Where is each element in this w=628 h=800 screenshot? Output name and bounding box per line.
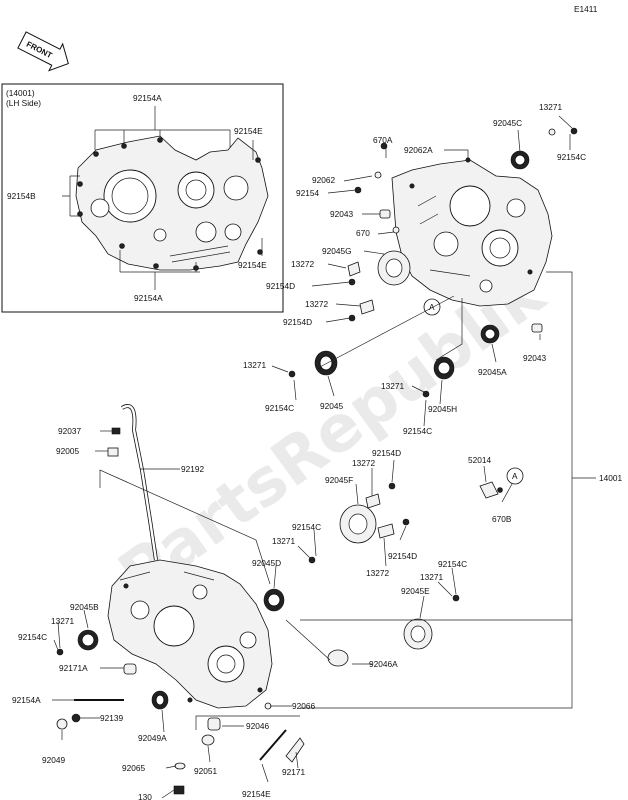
label-92192: 92192	[181, 464, 204, 474]
label-92154: 92154	[296, 188, 319, 198]
label-92045g: 92045G	[322, 246, 352, 256]
inset-title-number: (14001)	[6, 88, 35, 98]
callout-a-upper-text: A	[429, 302, 435, 312]
front-arrow-icon: FRONT	[17, 31, 69, 72]
label-92049a: 92049A	[138, 733, 167, 743]
inset-title-side: (LH Side)	[6, 98, 41, 108]
label-92045f: 92045F	[325, 475, 353, 485]
label-92154d-d: 92154D	[388, 551, 417, 561]
label-670a: 670A	[373, 135, 393, 145]
label-92037: 92037	[58, 426, 81, 436]
label-92046: 92046	[246, 721, 269, 731]
label-14001: 14001	[599, 473, 622, 483]
label-52014: 52014	[468, 455, 491, 465]
inset-label-92154e-right: 92154E	[238, 260, 267, 270]
callout-a-lower-text: A	[512, 471, 518, 481]
label-13272-a: 13272	[291, 259, 314, 269]
label-670: 670	[356, 228, 370, 238]
label-92171a: 92171A	[59, 663, 88, 673]
inset-label-92154a-top: 92154A	[133, 93, 162, 103]
callout-a-lower: A	[506, 467, 524, 485]
label-130: 130	[138, 792, 152, 800]
label-92154c-e: 92154C	[18, 632, 47, 642]
bearings-and-seals	[56, 127, 578, 795]
inset-label-92154b: 92154B	[7, 191, 36, 201]
label-13272-d: 13272	[366, 568, 389, 578]
label-92065: 92065	[122, 763, 145, 773]
label-92154e: 92154E	[242, 789, 271, 799]
label-92049: 92049	[42, 755, 65, 765]
leader-lines	[52, 115, 596, 799]
label-92154d-b: 92154D	[283, 317, 312, 327]
label-13272-c: 13272	[352, 458, 375, 468]
label-92062: 92062	[312, 175, 335, 185]
label-92154c-mid: 92154C	[403, 426, 432, 436]
label-13271-d: 13271	[420, 572, 443, 582]
label-13271-e: 13271	[51, 616, 74, 626]
label-13271-left: 13271	[381, 381, 404, 391]
inset-lh-side: (14001) (LH Side)	[1, 83, 284, 313]
label-92066: 92066	[292, 701, 315, 711]
lh-crankcase-drawing	[75, 135, 269, 271]
label-92045: 92045	[320, 401, 343, 411]
label-13271-c: 13271	[272, 536, 295, 546]
page-code: E1411	[574, 4, 598, 14]
label-92139: 92139	[100, 713, 123, 723]
label-92154c-left: 92154C	[265, 403, 294, 413]
label-92045d: 92045D	[252, 558, 281, 568]
label-92043-top: 92043	[330, 209, 353, 219]
lower-crankcase-drawing	[107, 559, 273, 709]
label-92045h: 92045H	[428, 404, 457, 414]
label-92045e: 92045E	[401, 586, 430, 596]
label-13271-top: 13271	[539, 102, 562, 112]
label-92154a: 92154A	[12, 695, 41, 705]
label-92045b: 92045B	[70, 602, 99, 612]
label-92051: 92051	[194, 766, 217, 776]
label-670b: 670B	[492, 514, 512, 524]
label-92045a: 92045A	[478, 367, 507, 377]
label-92045c: 92045C	[493, 118, 522, 128]
callout-a-upper: A	[423, 298, 441, 316]
rh-crankcase-drawing	[391, 157, 553, 307]
label-92154c-d: 92154C	[438, 559, 467, 569]
label-92062a: 92062A	[404, 145, 433, 155]
inset-label-92154a-bottom: 92154A	[134, 293, 163, 303]
label-92043-right: 92043	[523, 353, 546, 363]
label-92005: 92005	[56, 446, 79, 456]
watermark: PartsRepublik	[106, 255, 559, 613]
label-92154d-a: 92154D	[266, 281, 295, 291]
inset-label-92154e-top: 92154E	[234, 126, 263, 136]
label-92171: 92171	[282, 767, 305, 777]
label-13272-b: 13272	[305, 299, 328, 309]
label-92154d-c: 92154D	[372, 448, 401, 458]
part-labels: 13271 92045C 92154C 670A 92062A 92062 92…	[12, 102, 622, 800]
label-13271-mid: 13271	[243, 360, 266, 370]
label-92154c-c: 92154C	[292, 522, 321, 532]
label-92046a: 92046A	[369, 659, 398, 669]
label-92154c-top-right: 92154C	[557, 152, 586, 162]
